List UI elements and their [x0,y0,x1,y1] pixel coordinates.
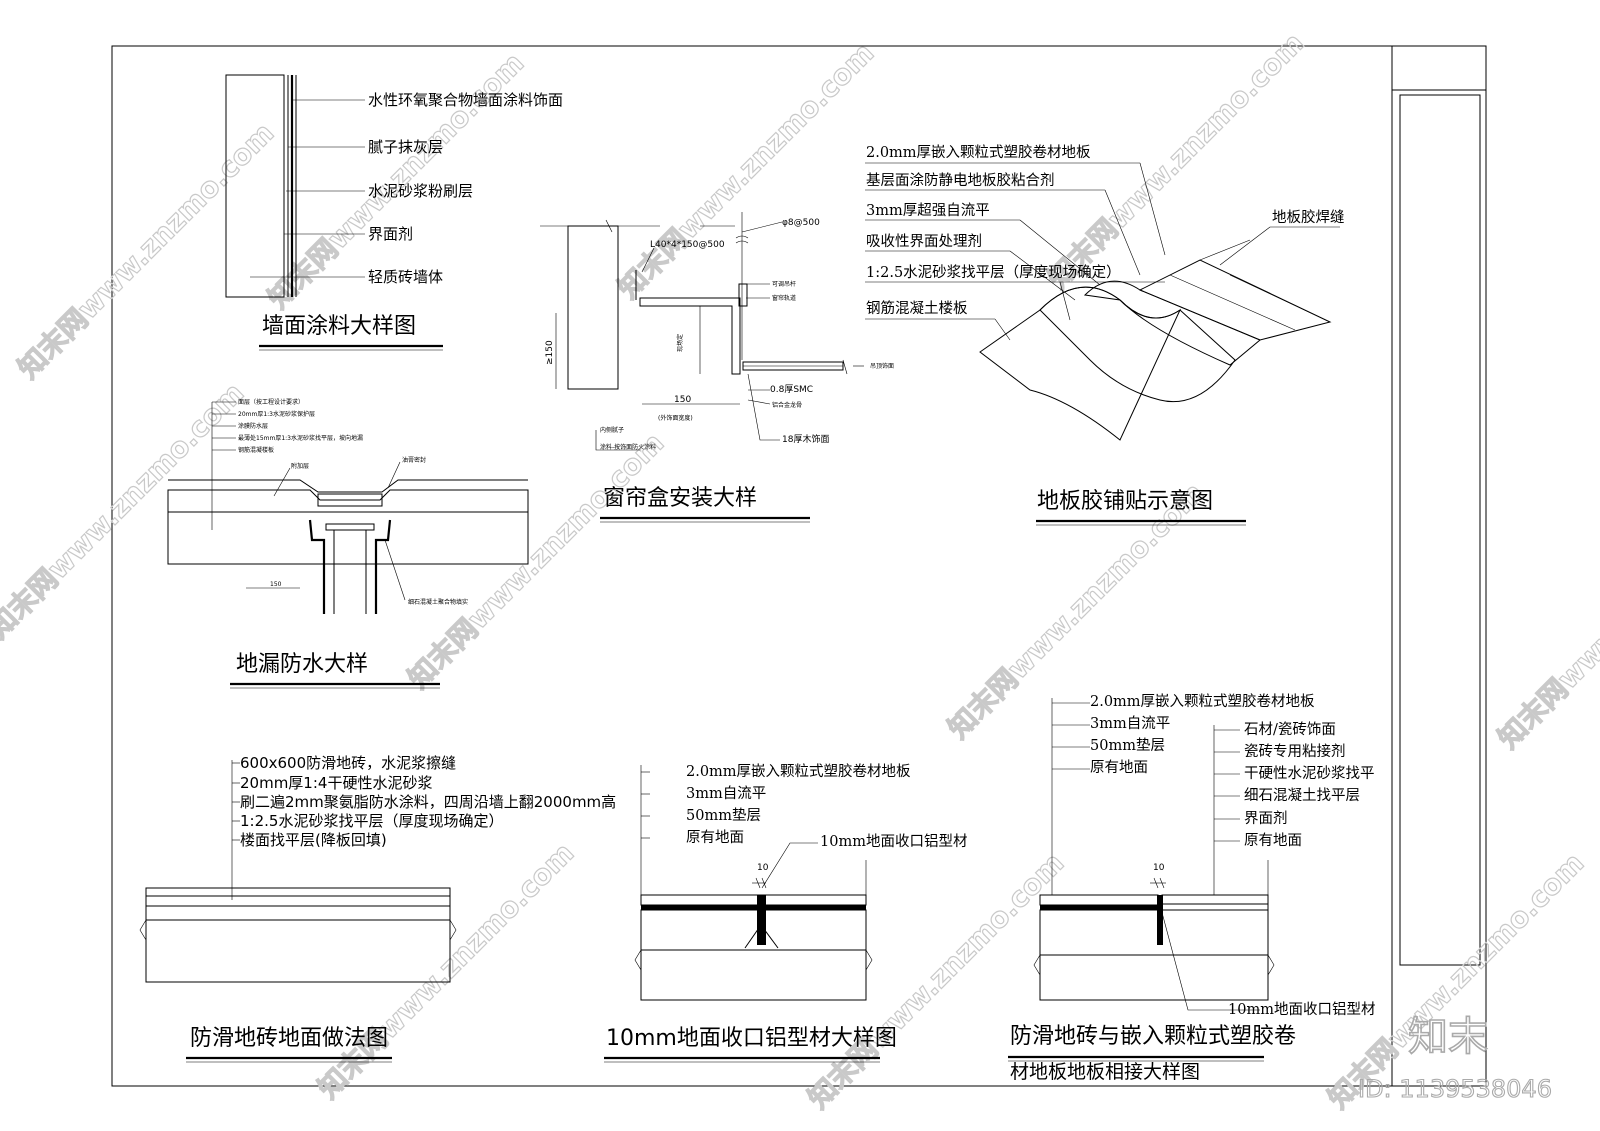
wall-label-3: 水泥砂浆粉刷层 [368,182,473,200]
joint-dim: 10 [1153,863,1165,873]
watermark-text: 知末网www.znzmo.com [402,426,671,695]
floor-drain-detail: 150 面层（按工程设计要求） 20mm厚1:3水泥砂浆保护层 涂膜防水层 最薄… [167,398,529,689]
vinyl-label-4: 吸收性界面处理剂 [866,233,982,250]
curtain-dim-width: 150 [674,395,691,405]
profile-label-4: 原有地面 [686,829,744,846]
joint-left-label-1: 2.0mm厚嵌入颗粒式塑胶卷材地板 [1090,692,1315,710]
watermark-text: 知末网www.znzmo.com [0,376,250,645]
profile-label-3: 50mm垫层 [686,807,761,824]
drain-small-8: 细石混凝土聚合物填实 [408,598,468,606]
tile-label-1: 600x600防滑地砖，水泥浆擦缝 [240,754,456,772]
curtain-label-angle: L40*4*150@500 [650,240,725,250]
profile-label-1: 2.0mm厚嵌入颗粒式塑胶卷材地板 [686,762,911,780]
vinyl-floor-detail: 2.0mm厚嵌入颗粒式塑胶卷材地板 基层面涂防静电地板胶粘合剂 3mm厚超强自流… [865,143,1345,526]
vinyl-label-2: 基层面涂防静电地板胶粘合剂 [866,171,1055,189]
vinyl-label-7: 地板胶焊缝 [1272,208,1345,226]
vinyl-label-6: 钢筋混凝土楼板 [866,299,968,317]
curtain-small-1: 可调吊杆 [772,280,796,288]
tile-label-4: 1:2.5水泥砂浆找平层（厚度现场确定） [240,812,503,830]
curtain-box-detail: ≥150 150 L40*4*150@500 φ8@500 可调吊杆 窗帘轨道 … [540,212,894,523]
wall-label-2: 腻子抹灰层 [368,138,443,156]
aluminum-profile-title: 10mm地面收口铝型材大样图 [606,1026,897,1051]
drain-small-4: 最薄处15mm厚1:3水泥砂浆找平层，坡向地漏 [238,434,363,442]
floor-drain-title: 地漏防水大样 [236,652,368,677]
joint-left-label-4: 原有地面 [1090,759,1148,776]
profile-callout: 10mm地面收口铝型材 [820,833,967,850]
watermark-text: 知末网www.znzmo.com [312,836,581,1105]
tile-label-2: 20mm厚1:4干硬性水泥砂浆 [240,774,432,792]
curtain-small-8: (外饰面宽度) [658,414,693,422]
anti-slip-tile-detail: 600x600防滑地砖，水泥浆擦缝 20mm厚1:4干硬性水泥砂浆 刷二遍2mm… [139,754,616,1063]
tile-vinyl-joint-title-2: 材地板地板相接大样图 [1010,1061,1200,1083]
tile-vinyl-joint-title-1: 防滑地砖与嵌入颗粒式塑胶卷 [1010,1024,1296,1049]
joint-right-label-4: 细石混凝土找平层 [1244,787,1360,804]
vinyl-label-5: 1:2.5水泥砂浆找平层（厚度现场确定） [866,263,1121,281]
wall-label-4: 界面剂 [368,225,413,243]
drain-small-3: 涂膜防水层 [238,422,268,430]
watermark-layer: 知末网www.znzmo.com 知末网www.znzmo.com 知末网www… [0,26,1600,1116]
tile-label-3: 刷二遍2mm聚氨脂防水涂料，四周沿墙上翻2000mm高 [240,793,616,811]
curtain-small-6: 内侧腻子 [600,426,624,434]
curtain-small-7: 涂料-按饰面防火涂料 [600,443,656,451]
watermark-id: ID: 1139538046 [1358,1075,1552,1103]
curtain-label-smc: 0.8厚SMC [770,384,813,395]
tile-label-5: 楼面找平层(降板回填) [240,831,387,849]
wall-detail: 水性环氧聚合物墙面涂料饰面 腻子抹灰层 水泥砂浆粉刷层 界面剂 轻质砖墙体 墙面… [225,74,563,351]
curtain-small-2: 窗帘轨道 [772,294,796,302]
joint-callout: 10mm地面收口铝型材 [1228,1001,1375,1018]
wall-label-1: 水性环氧聚合物墙面涂料饰面 [368,91,563,109]
vinyl-label-3: 3mm厚超强自流平 [866,202,990,219]
curtain-label-rod: φ8@500 [782,218,820,228]
joint-right-label-6: 原有地面 [1244,832,1302,849]
curtain-box-title: 窗帘盒安装大样 [603,486,757,511]
watermark-text: 知末网www.znzmo.com [12,116,281,385]
watermark-text: 知末网www.znzmo.com [612,36,881,305]
vinyl-label-1: 2.0mm厚嵌入颗粒式塑胶卷材地板 [866,143,1091,161]
profile-label-2: 3mm自流平 [686,785,766,802]
sheet-frame [111,45,1487,1087]
curtain-small-4: 铝合金龙骨 [772,401,802,409]
drain-small-1: 面层（按工程设计要求） [238,398,304,406]
watermark-logo: 知末 [1408,1014,1488,1060]
drain-small-6: 附加层 [291,462,309,470]
drain-small-5: 钢筋混凝楼板 [238,446,274,454]
aluminum-profile-detail: 10 2.0mm厚嵌入颗粒式塑胶卷材地板 3mm自流平 50mm垫层 原有地面 … [604,762,967,1063]
vinyl-floor-title: 地板胶铺贴示意图 [1037,489,1213,514]
joint-left-label-2: 3mm自流平 [1090,715,1170,732]
tile-vinyl-joint-detail: 10 2.0mm厚嵌入颗粒式塑胶卷材地板 3mm自流平 50mm垫层 原有地面 … [1008,692,1375,1083]
wall-label-5: 轻质砖墙体 [368,268,443,286]
joint-right-label-2: 瓷砖专用粘接剂 [1244,743,1346,760]
curtain-small-9: 现场定 [676,334,684,352]
joint-right-label-1: 石材/瓷砖饰面 [1244,721,1336,738]
anti-slip-tile-title: 防滑地砖地面做法图 [190,1026,388,1051]
curtain-dim-height: ≥150 [545,340,555,365]
joint-left-label-3: 50mm垫层 [1090,737,1165,754]
profile-dim: 10 [757,863,769,873]
curtain-small-3: 吊顶饰面 [870,362,894,370]
drain-small-2: 20mm厚1:3水泥砂浆保护层 [238,410,315,418]
curtain-small-5: 18厚木饰面 [782,433,829,445]
wall-detail-title: 墙面涂料大样图 [262,314,416,339]
joint-right-label-3: 干硬性水泥砂浆找平 [1244,764,1375,782]
drain-small-7: 油膏密封 [402,456,426,464]
joint-right-label-5: 界面剂 [1244,810,1288,827]
watermark-text: 知末网www.znzmo.com [1492,486,1600,755]
drain-dim: 150 [270,581,282,588]
